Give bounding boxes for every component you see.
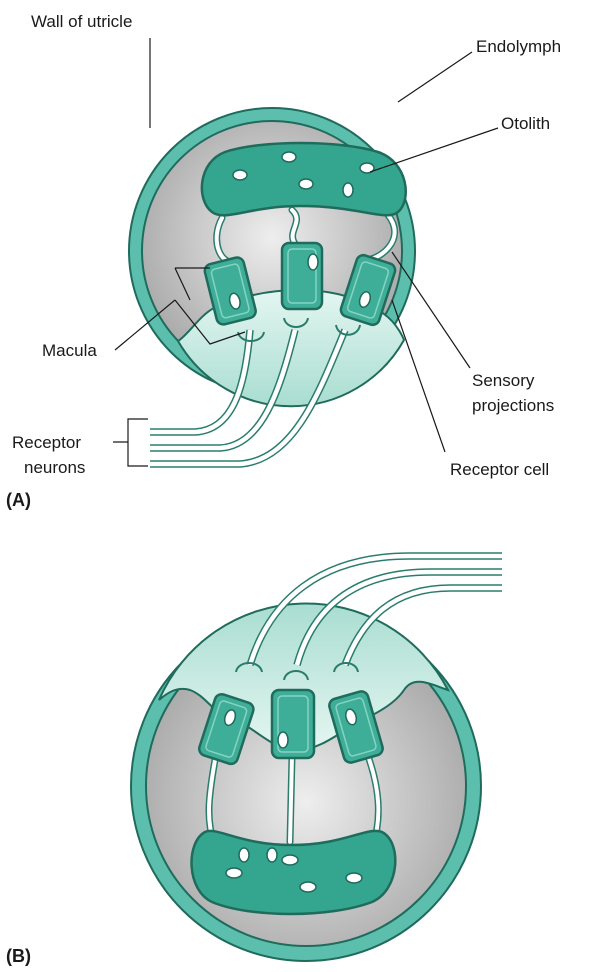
receptor-cell-a-2	[282, 243, 322, 309]
label-endolymph: Endolymph	[476, 37, 561, 56]
panel-label-a: (A)	[6, 490, 31, 510]
label-receptor-neurons-line2: neurons	[24, 458, 85, 477]
label-sensory-projections-line2: projections	[472, 396, 554, 415]
otolith-crystal	[346, 873, 362, 883]
otolith-crystal	[282, 855, 298, 865]
otolith-crystal	[282, 152, 296, 162]
label-macula: Macula	[42, 341, 97, 360]
panel-b: (B)	[6, 556, 502, 966]
otolith-crystal	[233, 170, 247, 180]
otolith-crystal	[343, 183, 353, 197]
label-receptor-cell: Receptor cell	[450, 460, 549, 479]
label-otolith: Otolith	[501, 114, 550, 133]
receptor-cell-b-2	[272, 690, 314, 758]
otolith-crystal	[239, 848, 249, 862]
otolith-crystal	[267, 848, 277, 862]
otolith-crystal	[299, 179, 313, 189]
panel-a: Wall of utricle Endolymph Otolith Macula…	[6, 12, 561, 510]
label-sensory-projections-line1: Sensory	[472, 371, 535, 390]
otolith-crystal	[300, 882, 316, 892]
otolith-crystal	[226, 868, 242, 878]
panel-label-b: (B)	[6, 946, 31, 966]
label-wall-of-utricle: Wall of utricle	[31, 12, 132, 31]
label-receptor-neurons-line1: Receptor	[12, 433, 81, 452]
